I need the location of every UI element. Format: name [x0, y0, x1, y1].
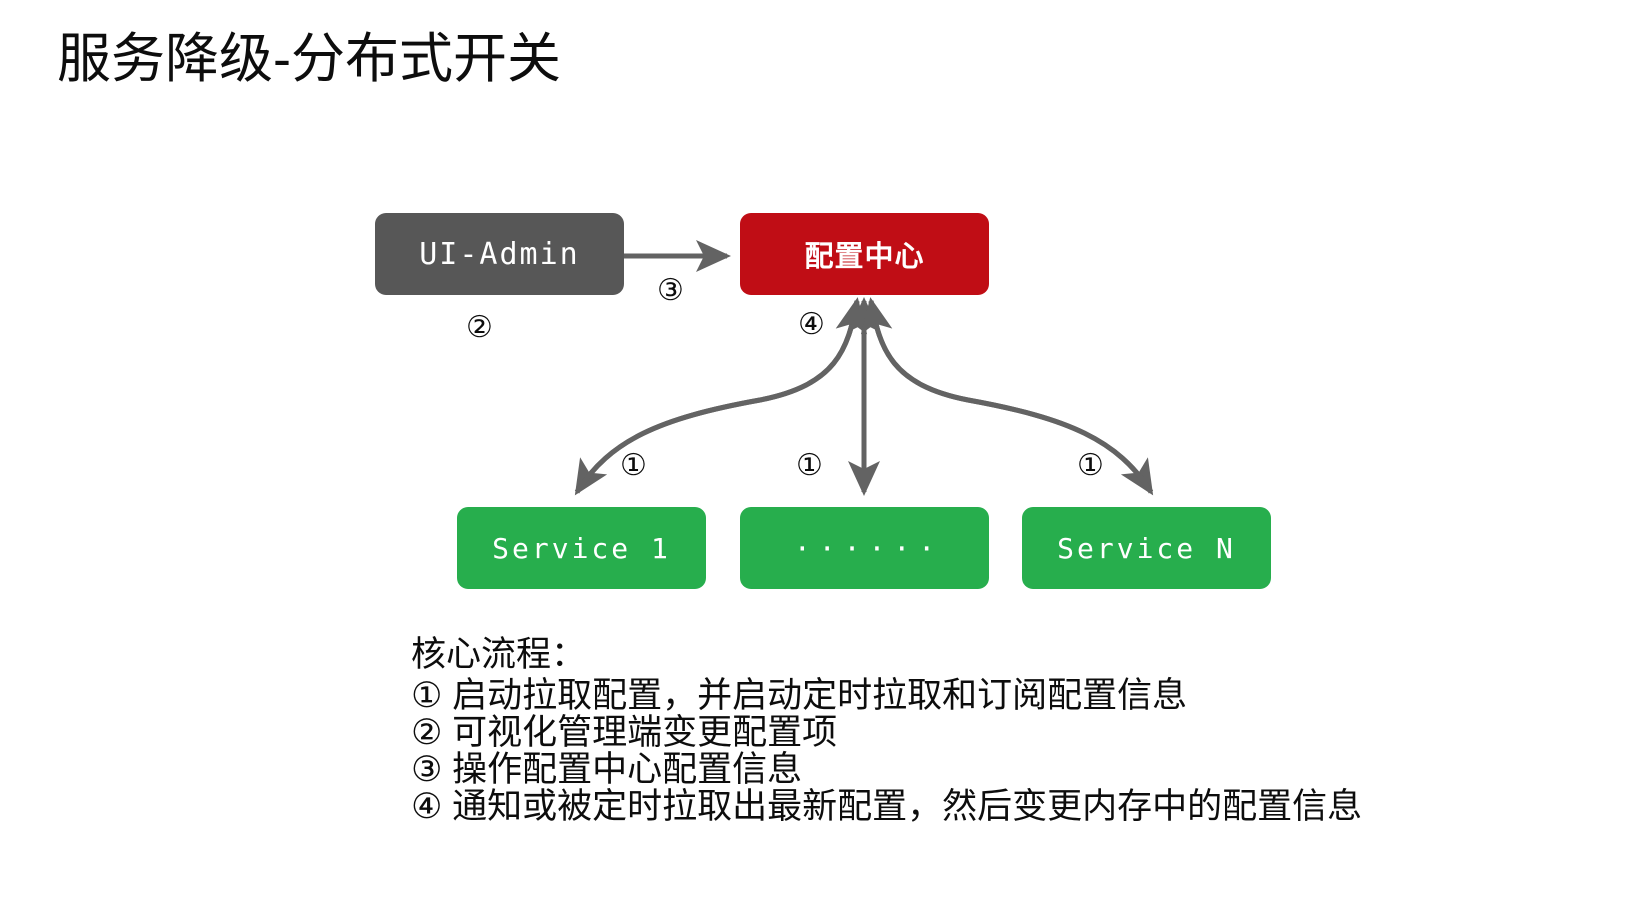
- note-line-2: ② 可视化管理端变更配置项: [411, 713, 838, 752]
- arrow-config-to-service-n: [860, 297, 1154, 496]
- note-line-4: ④ 通知或被定时拉取出最新配置，然后变更内存中的配置信息: [411, 787, 1363, 826]
- step-marker-1-right: ①: [1077, 449, 1104, 482]
- step-marker-1-middle: ①: [796, 449, 823, 482]
- node-service-1[interactable]: Service 1: [457, 507, 706, 589]
- step-marker-3: ③: [657, 274, 684, 307]
- node-service-n-label: Service N: [1057, 531, 1236, 565]
- node-service-n[interactable]: Service N: [1022, 507, 1271, 589]
- node-config-center[interactable]: 配置中心: [740, 213, 989, 295]
- step-marker-1-left: ①: [620, 449, 647, 482]
- node-service-1-label: Service 1: [492, 531, 671, 565]
- step-marker-2: ②: [466, 311, 493, 344]
- node-service-middle[interactable]: ······: [740, 507, 989, 589]
- node-ui-admin-label: UI-Admin: [419, 236, 580, 272]
- notes-heading: 核心流程：: [411, 635, 587, 674]
- note-line-1: ① 启动拉取配置，并启动定时拉取和订阅配置信息: [411, 676, 1188, 715]
- page-title: 服务降级-分布式开关: [57, 29, 561, 89]
- process-notes: 核心流程： ① 启动拉取配置，并启动定时拉取和订阅配置信息 ② 可视化管理端变更…: [411, 632, 1511, 825]
- node-service-middle-label: ······: [793, 531, 944, 565]
- step-marker-4: ④: [798, 308, 825, 341]
- note-line-3: ③ 操作配置中心配置信息: [411, 750, 803, 789]
- node-config-center-label: 配置中心: [804, 241, 925, 273]
- node-ui-admin[interactable]: UI-Admin: [375, 213, 624, 295]
